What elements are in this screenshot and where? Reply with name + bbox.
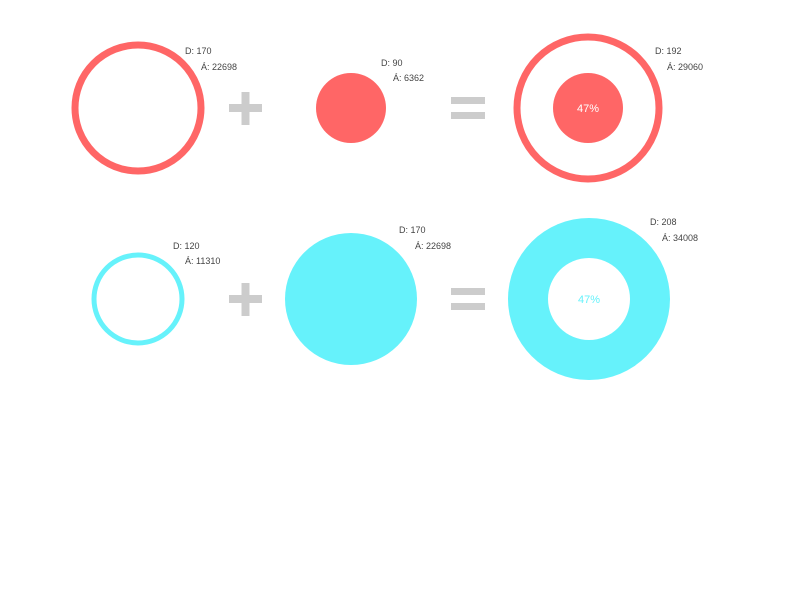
row1-ring-area: Á: 22698: [201, 62, 237, 72]
row1-ring-shape: [71, 41, 205, 175]
row2-ring-diameter: D: 120: [173, 241, 200, 251]
row1-dot-diameter: D: 90: [381, 58, 403, 68]
row1-plus-icon: [229, 92, 262, 125]
row2-ring-area: Á: 11310: [185, 256, 220, 266]
row2-dot-area: Á: 22698: [415, 241, 451, 251]
row1-result-diameter: D: 192: [655, 46, 682, 56]
row2-plus-icon: [229, 283, 262, 316]
row1-result-ring: [513, 33, 663, 183]
row2-ring-shape: [91, 252, 185, 346]
row2-dot-shape: [285, 233, 417, 365]
row1-result-percent: 47%: [577, 103, 599, 115]
row-1-red: D: 170 Á: 22698 D: 90 Á: 6362 47% D: 192…: [71, 33, 703, 183]
row2-result-area: Á: 34008: [662, 233, 698, 243]
row1-dot-shape: [316, 73, 386, 143]
row1-equals-icon: [451, 97, 485, 119]
row2-dot-diameter: D: 170: [399, 225, 426, 235]
row-2-cyan: D: 120 Á: 11310 D: 170 Á: 22698 47% D: 2…: [91, 217, 698, 380]
row1-result-dot: [553, 73, 623, 143]
row2-equals-icon: [451, 288, 485, 310]
row1-ring-diameter: D: 170: [185, 46, 212, 56]
row2-result-percent: 47%: [578, 294, 600, 306]
row2-result-diameter: D: 208: [650, 217, 677, 227]
row2-result-hole: [548, 258, 630, 340]
row1-dot-area: Á: 6362: [393, 73, 424, 83]
row1-result-area: Á: 29060: [667, 62, 703, 72]
